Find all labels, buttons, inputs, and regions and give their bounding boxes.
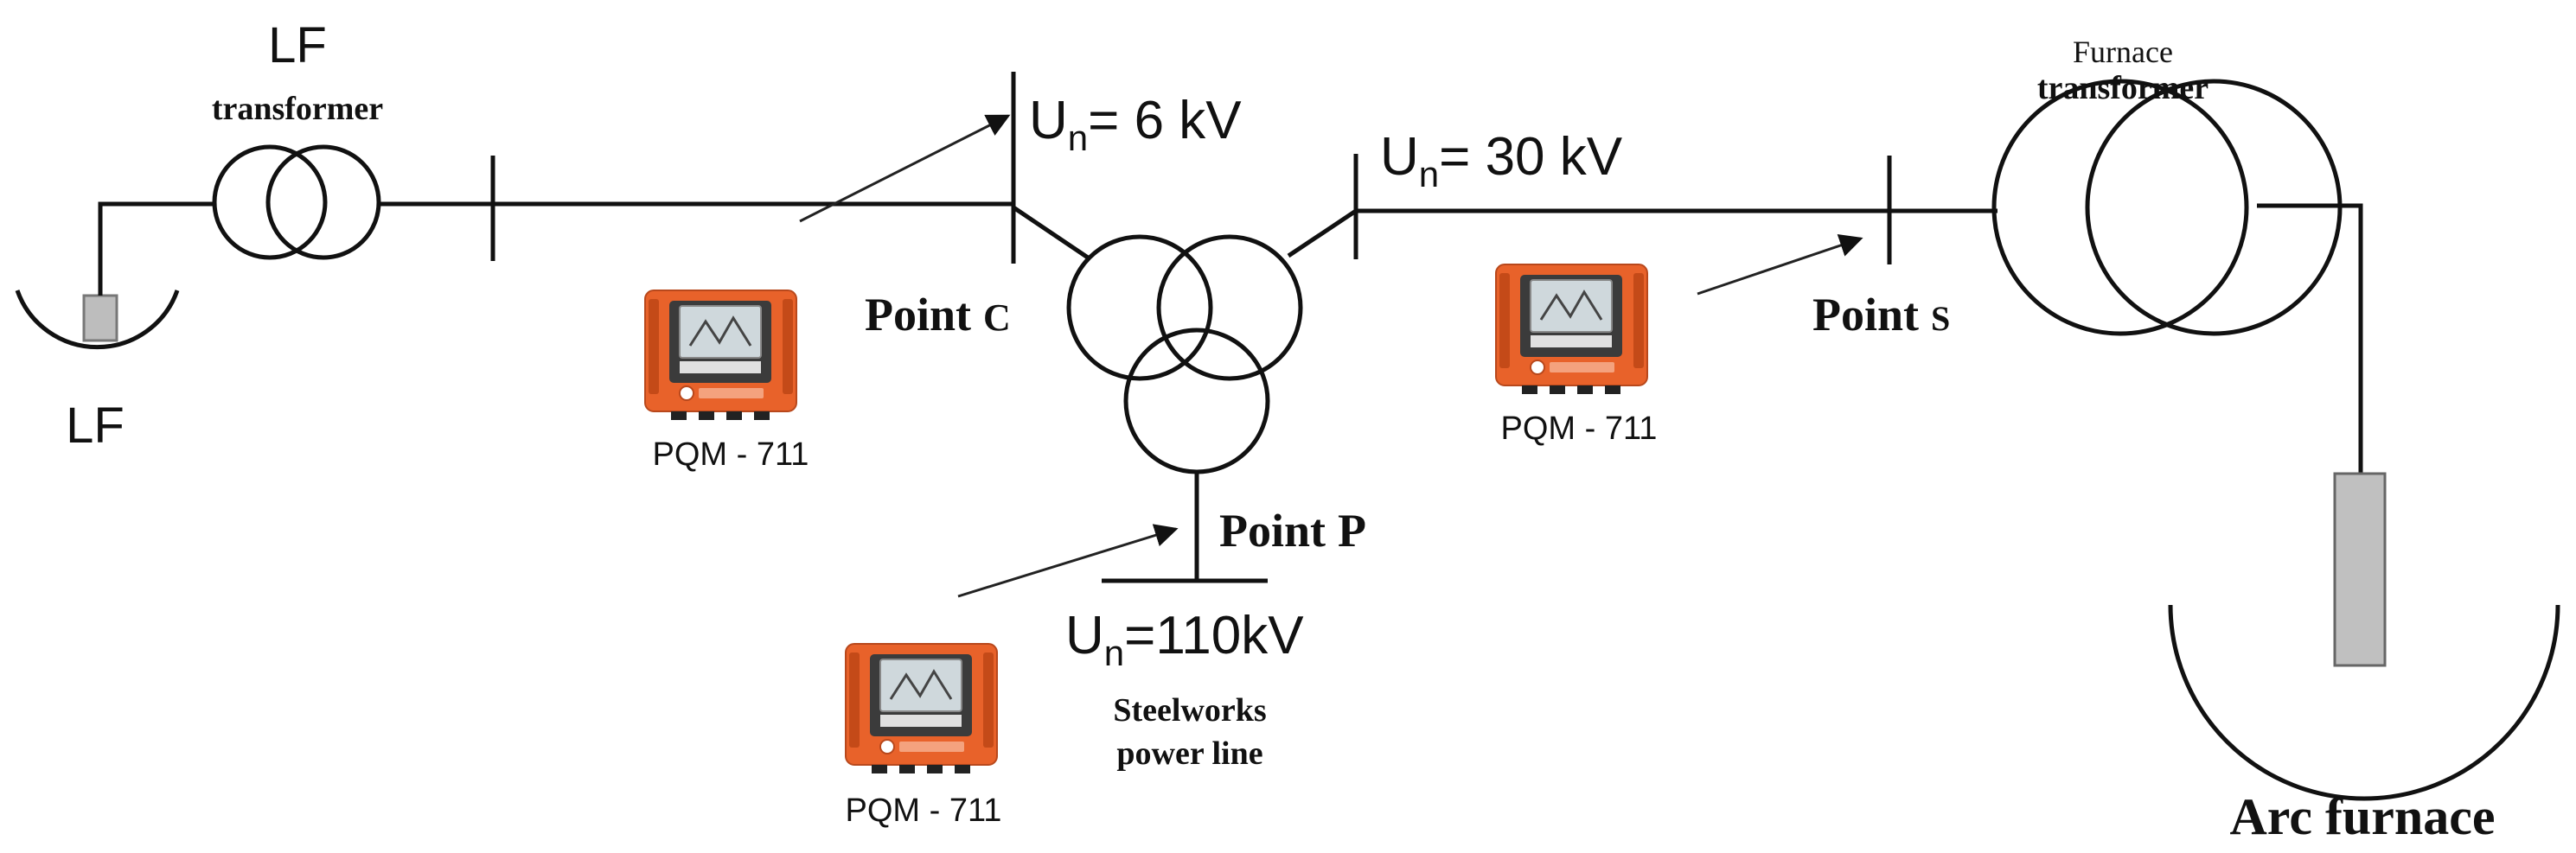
- furnace-feed-line: [2257, 203, 2363, 474]
- arrow-point-p: [957, 524, 1179, 598]
- bus-30kv-label: Un= 30 kV: [1380, 127, 1623, 194]
- pqm-meter-c: [643, 289, 798, 422]
- lf-ladle-furnace: [15, 201, 214, 350]
- lf-transformer-label: transformer: [212, 91, 383, 127]
- feed-6kv-to-transformer: [1012, 205, 1090, 260]
- three-winding-transformer-symbol: [1066, 234, 1303, 474]
- furnace-transformer-label-2: transformer: [2037, 70, 2208, 106]
- arc-furnace-label: Arc furnace: [2229, 788, 2495, 845]
- lf-transformer-symbol: [212, 144, 381, 260]
- arrow-point-c: [799, 114, 1011, 223]
- pqm-meter-p: [844, 642, 999, 775]
- meter-p-label: PQM - 711: [846, 793, 1002, 829]
- arc-furnace-electrode: [2333, 472, 2387, 667]
- feed-transformer-to-30kv: [1287, 208, 1358, 258]
- steelworks-label-1: Steelworks: [1113, 692, 1266, 729]
- meter-c-label: PQM - 711: [653, 436, 809, 473]
- bus-6kv-label: Un= 6 kV: [1029, 91, 1242, 158]
- bus-110kv-label: Un=110kV: [1065, 606, 1304, 673]
- meter-s-label: PQM - 711: [1501, 411, 1658, 447]
- pqm-meter-s: [1494, 263, 1649, 396]
- furnace-transformer-label-1: Furnace: [2073, 35, 2173, 69]
- lf-bottom-label: LF: [66, 398, 125, 454]
- arc-furnace-symbol: [2168, 472, 2560, 801]
- lf-top-label: LF: [268, 17, 327, 73]
- lf-electrode: [82, 294, 118, 342]
- arrow-point-s: [1697, 234, 1863, 296]
- steelworks-label-2: power line: [1116, 735, 1262, 772]
